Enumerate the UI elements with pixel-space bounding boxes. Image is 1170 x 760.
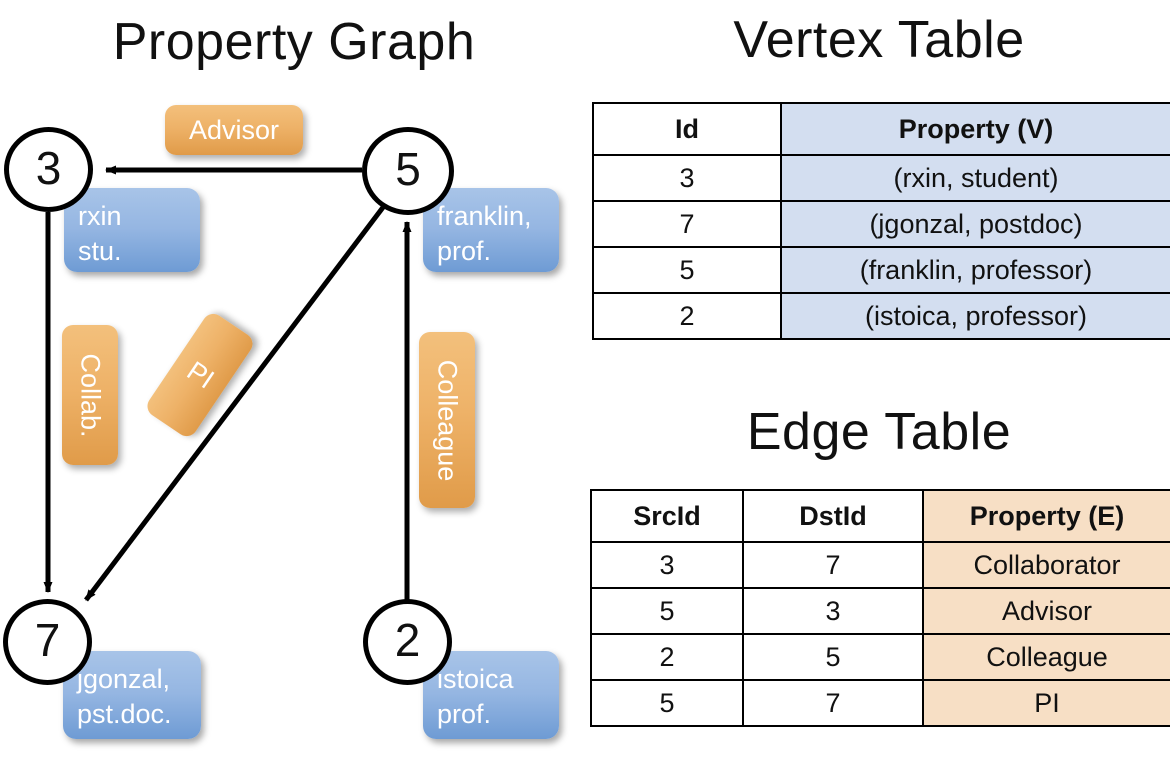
node-property-chip-istoica: istoica prof. <box>423 651 559 739</box>
node-property-line-2: stu. <box>78 235 122 266</box>
table-header-row: SrcId DstId Property (E) <box>590 489 1170 543</box>
graph-node-7-label: 7 <box>34 614 61 666</box>
edge-line-pi <box>84 204 386 602</box>
graph-node-5[interactable]: 5 <box>362 127 454 215</box>
vertex-table-col-property: Property (V) <box>780 102 1170 156</box>
edge-dst-cell: 7 <box>742 679 924 727</box>
page-title-property-graph: Property Graph <box>112 13 476 71</box>
table-row: 7 (jgonzal, postdoc) <box>592 200 1170 248</box>
graph-node-5-label: 5 <box>395 143 421 195</box>
vertex-id-cell: 2 <box>592 292 782 340</box>
edge-label-colleague: Colleague <box>419 332 475 508</box>
edge-property-cell: Collaborator <box>922 541 1170 589</box>
edge-src-cell: 5 <box>590 679 744 727</box>
vertex-property-cell: (jgonzal, postdoc) <box>780 200 1170 248</box>
node-property-line-2: pst.doc. <box>77 698 172 729</box>
edge-src-cell: 5 <box>590 587 744 635</box>
vertex-id-cell: 7 <box>592 200 782 248</box>
graph-node-3-label: 3 <box>35 141 62 194</box>
edge-property-cell: Colleague <box>922 633 1170 681</box>
edge-table: SrcId DstId Property (E) 3 7 Collaborato… <box>590 489 1170 727</box>
edge-table-col-srcid: SrcId <box>590 489 744 543</box>
page-title-vertex-table: Vertex Table <box>733 11 1025 69</box>
edge-src-cell: 3 <box>590 541 744 589</box>
vertex-id-cell: 5 <box>592 246 782 294</box>
graph-node-7[interactable]: 7 <box>3 599 92 685</box>
page-title-edge-table: Edge Table <box>746 403 1012 461</box>
edge-dst-cell: 3 <box>742 587 924 635</box>
table-row: 3 (rxin, student) <box>592 154 1170 202</box>
node-property-chip-jgonzal: jgonzal, pst.doc. <box>63 651 201 739</box>
edge-dst-cell: 5 <box>742 633 924 681</box>
table-row: 5 3 Advisor <box>590 587 1170 635</box>
node-property-line-1: istoica <box>437 664 514 694</box>
vertex-property-cell: (rxin, student) <box>780 154 1170 202</box>
edge-label-advisor-text: Advisor <box>188 114 280 145</box>
table-row: 5 (franklin, professor) <box>592 246 1170 294</box>
edge-property-cell: PI <box>922 679 1170 727</box>
table-row: 5 7 PI <box>590 679 1170 727</box>
edge-label-advisor: Advisor <box>165 105 303 155</box>
table-row: 2 (istoica, professor) <box>592 292 1170 340</box>
edge-dst-cell: 7 <box>742 541 924 589</box>
edge-label-pi-text: PI <box>181 355 220 395</box>
table-header-row: Id Property (V) <box>592 102 1170 156</box>
graph-edge-lines <box>43 165 412 602</box>
edge-label-collab: Collab. <box>62 325 118 465</box>
edge-label-colleague-text: Colleague <box>432 359 463 481</box>
node-property-line-2: prof. <box>437 698 492 729</box>
edge-label-collab-text: Collab. <box>75 352 106 438</box>
table-row: 3 7 Collaborator <box>590 541 1170 589</box>
edge-property-cell: Advisor <box>922 587 1170 635</box>
node-property-line-1: jgonzal, <box>77 664 171 694</box>
property-graph-diagram: Advisor Collab. PI Colleague rxin stu. f… <box>3 105 559 739</box>
edge-src-cell: 2 <box>590 633 744 681</box>
graph-node-3[interactable]: 3 <box>4 127 93 212</box>
vertex-table-col-id: Id <box>592 102 782 156</box>
table-row: 2 5 Colleague <box>590 633 1170 681</box>
vertex-table: Id Property (V) 3 (rxin, student) 7 (jgo… <box>592 102 1170 340</box>
node-property-line-1: rxin <box>78 201 122 231</box>
graph-node-2[interactable]: 2 <box>363 599 452 685</box>
node-property-line-1: franklin, <box>437 201 532 231</box>
vertex-property-cell: (istoica, professor) <box>780 292 1170 340</box>
vertex-property-cell: (franklin, professor) <box>780 246 1170 294</box>
graph-node-2-label: 2 <box>394 614 421 666</box>
node-property-chip-rxin: rxin stu. <box>64 188 200 272</box>
vertex-id-cell: 3 <box>592 154 782 202</box>
edge-table-col-dstid: DstId <box>742 489 924 543</box>
node-property-line-2: prof. <box>437 235 492 266</box>
edge-table-col-property: Property (E) <box>922 489 1170 543</box>
node-property-chip-franklin: franklin, prof. <box>423 188 559 272</box>
